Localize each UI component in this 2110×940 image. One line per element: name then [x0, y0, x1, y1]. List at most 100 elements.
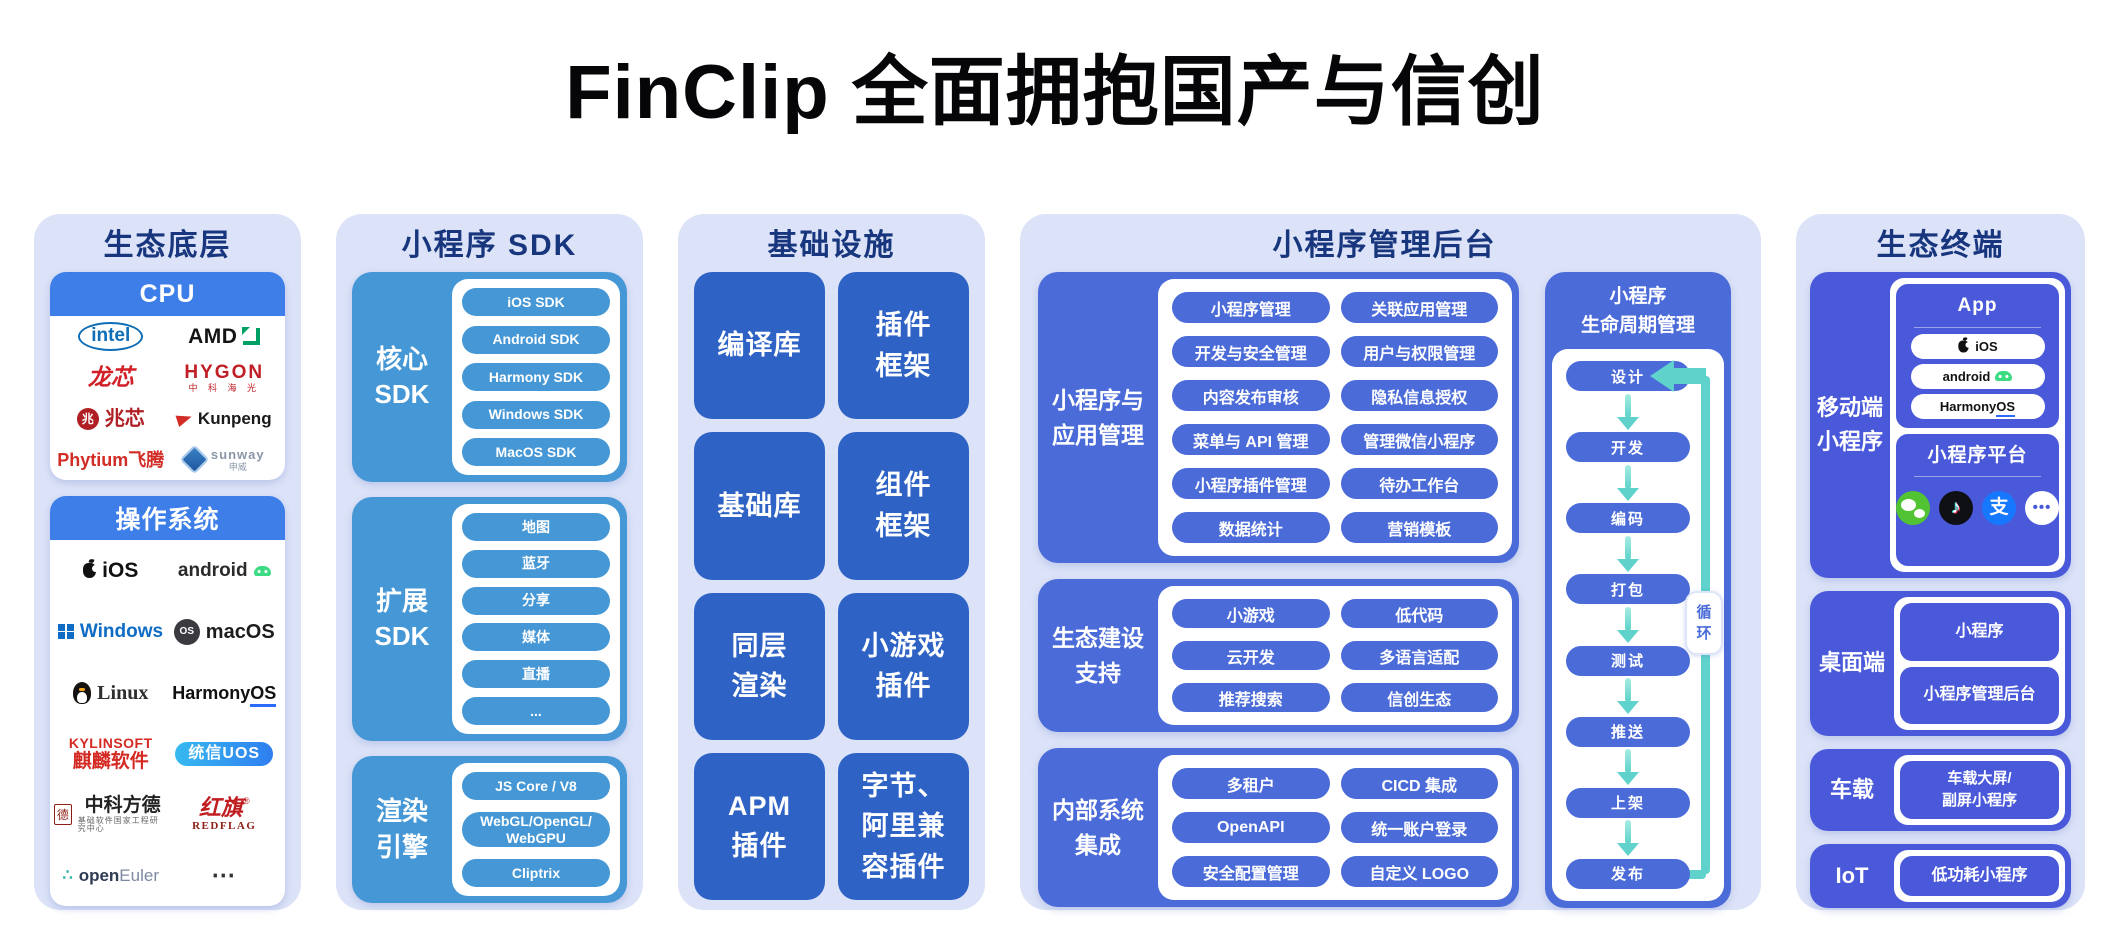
cpu-logo-grid: intel AMD 龙芯 HYGON 中 科 海 光 — [50, 316, 285, 480]
lifecycle-step: 发布 — [1566, 858, 1690, 889]
windows-logo: Windows — [54, 601, 168, 662]
admin-pill: 关联应用管理 — [1340, 292, 1498, 323]
lifecycle-step: 打包 — [1566, 574, 1690, 605]
sdk-pill: MacOS SDK — [462, 438, 610, 466]
iot-terminal-group: IoT 低功耗小程序 — [1810, 844, 2071, 908]
cpu-card: CPU intel AMD 龙芯 HYGON 中 — [50, 272, 285, 480]
ios-pill: iOS — [1910, 333, 2045, 359]
car-terminal-group: 车载 车载大屏/ 副屏小程序 — [1810, 749, 2071, 831]
sunway-logo: sunway 申威 — [168, 439, 282, 480]
flow-arrow-icon — [1616, 534, 1640, 574]
panel-eco-base: 生态底层 CPU intel AMD 龙芯 — [34, 214, 301, 910]
core-sdk-label: 核心 SDK — [374, 343, 430, 409]
admin-pill: 安全配置管理 — [1172, 856, 1330, 887]
sdk-pill: 地图 — [462, 513, 610, 541]
admin-pill: 统一账户登录 — [1340, 812, 1498, 843]
admin-pill: 内容发布审核 — [1172, 380, 1330, 411]
zhaoxin-icon: 兆 — [76, 407, 99, 430]
sdk-pill: Harmony SDK — [462, 363, 610, 391]
app-management-pills: 小程序管理关联应用管理开发与安全管理用户与权限管理内容发布审核隐私信息授权菜单与… — [1158, 279, 1512, 556]
fangde-logo: 德 中科方德 基础软件国家工程研究中心 — [54, 784, 168, 845]
infra-block: 小游戏 插件 — [838, 592, 969, 740]
intel-logo: intel — [54, 316, 168, 357]
admin-pill: 多语言适配 — [1340, 641, 1498, 670]
macos-logo: OS macOS — [168, 601, 282, 662]
amd-logo: AMD — [168, 316, 282, 357]
app-box: App iOS android H — [1896, 284, 2059, 428]
os-card-header: 操作系统 — [50, 496, 285, 540]
admin-pill: 小游戏 — [1172, 599, 1330, 628]
iot-terminal-label: IoT — [1835, 862, 1869, 888]
miniapp-platform-box: 小程序平台 ♪ 支 ••• — [1896, 433, 2059, 566]
os-card: 操作系统 iOS android Windows OS — [50, 496, 285, 906]
mobile-terminal-group: 移动端 小程序 App iOS android — [1810, 272, 2071, 578]
lifecycle-step: 编码 — [1566, 503, 1690, 534]
openeuler-icon: ∴ — [62, 866, 73, 884]
sdk-pill: Cliptrix — [462, 859, 610, 887]
os-logo-grid: iOS android Windows OS macOS — [50, 540, 285, 906]
lifecycle-step: 推送 — [1566, 716, 1690, 747]
amd-arrow-icon — [242, 327, 261, 345]
admin-pill: 推荐搜索 — [1172, 683, 1330, 712]
infra-block: 字节、 阿里兼 容插件 — [838, 752, 969, 900]
sdk-pill: Android SDK — [462, 325, 610, 354]
sunway-diamond-icon — [179, 444, 210, 475]
android-robot-icon — [253, 565, 271, 576]
panel-admin: 小程序管理后台 小程序与 应用管理 小程序管理关联应用管理开发与安全管理用户与权… — [1020, 214, 1761, 910]
app-box-title: App — [1957, 295, 1998, 316]
car-screen-box: 车载大屏/ 副屏小程序 — [1900, 761, 2059, 819]
iot-lowpower-box: 低功耗小程序 — [1900, 856, 2059, 896]
lifecycle-step: 测试 — [1566, 645, 1690, 676]
infra-title: 基础设施 — [767, 229, 896, 262]
eco-base-title: 生态底层 — [103, 229, 232, 262]
sdk-pill: ... — [462, 696, 610, 725]
infra-block: APM 插件 — [694, 752, 825, 900]
divider — [1913, 476, 2042, 477]
sdk-pill: iOS SDK — [462, 288, 610, 316]
admin-pill: 开发与安全管理 — [1172, 336, 1330, 367]
wechat-icon — [1896, 491, 1930, 525]
apple-icon — [83, 563, 100, 578]
more-platforms-icon: ••• — [2025, 491, 2059, 525]
admin-pill: 小程序管理 — [1172, 292, 1330, 323]
admin-pill: 隐私信息授权 — [1340, 380, 1498, 411]
ellipsis-icon: ⋯ — [211, 861, 238, 889]
admin-pill: 信创生态 — [1340, 683, 1498, 712]
sdk-pill: JS Core / V8 — [462, 772, 610, 800]
loongson-logo: 龙芯 — [87, 364, 134, 390]
admin-pill: 小程序插件管理 — [1172, 468, 1330, 499]
sdk-pill: 蓝牙 — [462, 549, 610, 578]
linux-logo: Linux — [54, 662, 168, 723]
ext-sdk-group: 扩展 SDK 地图蓝牙分享媒体直播... — [352, 497, 627, 741]
ios-logo: iOS — [54, 540, 168, 601]
ext-sdk-label: 扩展 SDK — [374, 585, 430, 651]
loop-arrowhead-icon — [1650, 360, 1674, 392]
admin-groups: 小程序与 应用管理 小程序管理关联应用管理开发与安全管理用户与权限管理内容发布审… — [1038, 272, 1519, 908]
app-management-label: 小程序与 应用管理 — [1052, 387, 1144, 448]
alipay-icon: 支 — [1982, 491, 2016, 525]
admin-pill: 营销模板 — [1340, 512, 1498, 543]
apple-icon — [1958, 340, 1972, 352]
infra-block: 同层 渲染 — [694, 592, 825, 740]
flow-arrow-icon — [1616, 818, 1640, 858]
page-title: FinClip 全面拥抱国产与信创 — [565, 50, 1545, 135]
car-terminal-label: 车载 — [1829, 776, 1874, 802]
lifecycle-step: 上架 — [1566, 787, 1690, 818]
uos-logo: 统信UOS — [168, 723, 282, 784]
lifecycle-panel: 小程序 生命周期管理 循 环 设计 开发 编码 打包 — [1545, 272, 1731, 908]
lifecycle-flow: 循 环 设计 开发 编码 打包 测试 推送 上架 — [1552, 349, 1724, 901]
admin-pill: OpenAPI — [1172, 812, 1330, 843]
admin-pill: 数据统计 — [1172, 512, 1330, 543]
lifecycle-title: 小程序 生命周期管理 — [1580, 286, 1695, 336]
more-os-logo: ⋯ — [168, 845, 282, 906]
panels-row: 生态底层 CPU intel AMD 龙芯 — [34, 214, 2085, 910]
admin-pill: 菜单与 API 管理 — [1172, 424, 1330, 455]
desktop-admin-box: 小程序管理后台 — [1900, 666, 2059, 724]
android-pill: android — [1910, 363, 2045, 389]
